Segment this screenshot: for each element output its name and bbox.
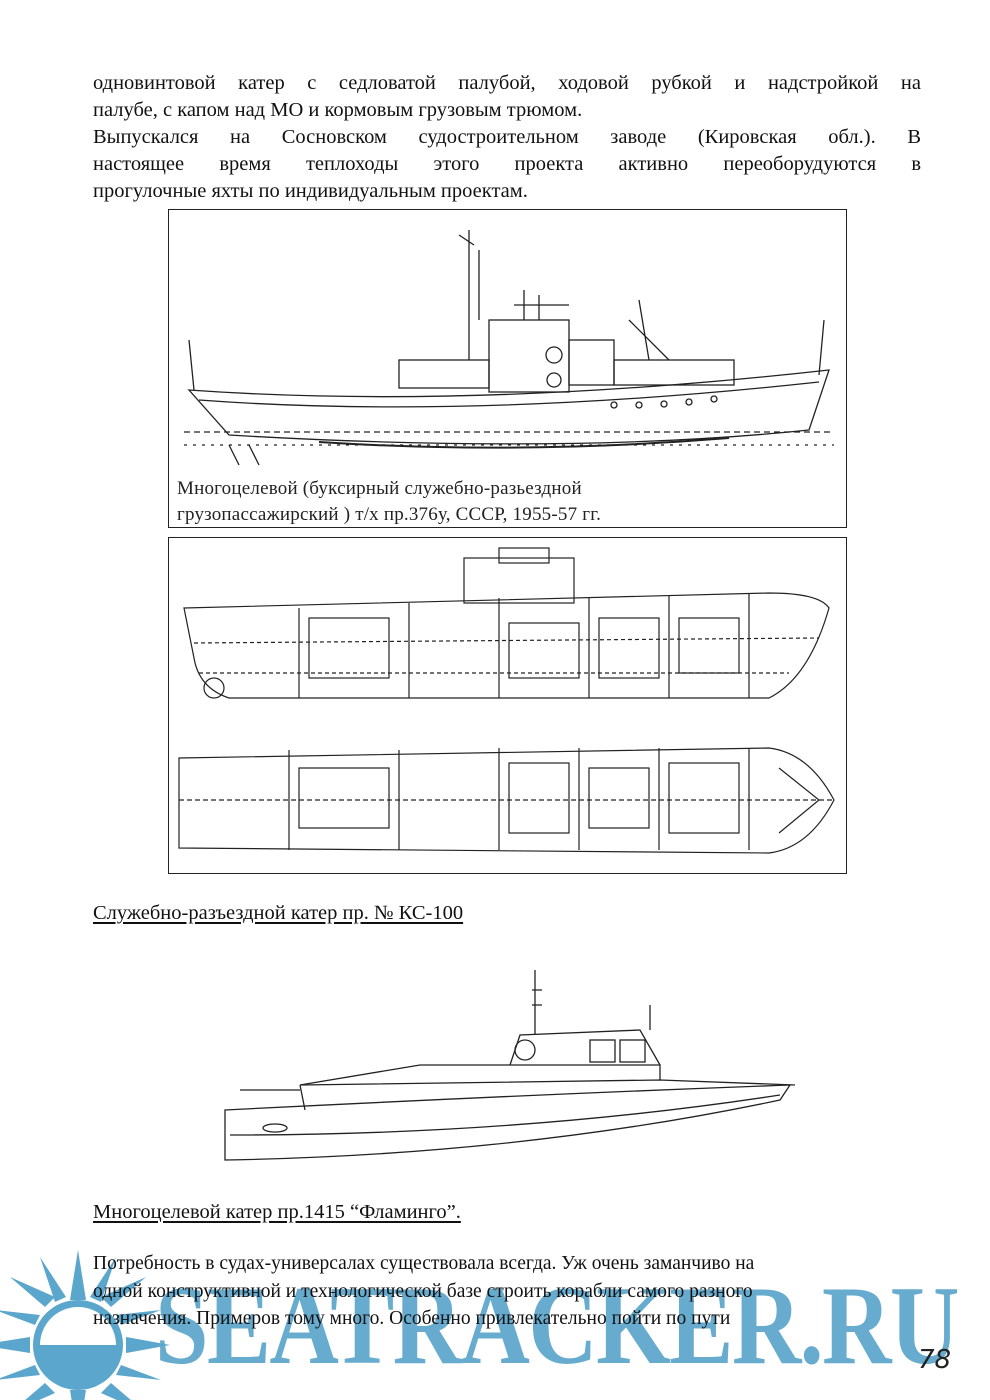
text-line: Потребность в судах-универсалах существо… (93, 1253, 755, 1274)
intro-paragraph: одновинтовой катер с седловатой палубой,… (93, 70, 921, 205)
section-heading-ks100: Служебно-разъездной катер пр. № КС-100 (93, 902, 464, 924)
page-number: 78 (918, 1345, 952, 1375)
text-line: одной конструктивной и технологической б… (93, 1280, 753, 1302)
figure1-caption-line: грузопассажирский ) т/х пр.376у, СССР, 1… (177, 504, 602, 525)
text-line: назначения. Примеров тому много. Особенн… (93, 1308, 731, 1329)
vessel-plan-figure (168, 537, 847, 874)
figure1-caption-line: Многоцелевой (буксирный служебно-разьезд… (177, 478, 582, 499)
text-line: настоящее время теплоходы этого проекта … (93, 153, 921, 175)
ks100-boat-drawing (224, 970, 796, 1161)
vessel-side-view-figure: Многоцелевой (буксирный служебно-разьезд… (168, 209, 847, 528)
sun-watermark-icon (0, 1250, 170, 1400)
text-line: одновинтовой катер с седловатой палубой,… (93, 72, 921, 94)
vessel-side-view-drawing (184, 230, 834, 466)
vessel-plan-drawing (178, 547, 835, 854)
text-line: палубе, с капом над МО и кормовым грузов… (93, 99, 583, 121)
section-heading-flamingo: Многоцелевой катер пр.1415 “Фламинго”. (93, 1201, 461, 1223)
text-line: прогулочные яхты по индивидуальным проек… (93, 180, 528, 202)
seatracker-watermark: SEATRACKER.RU (155, 1264, 959, 1388)
closing-paragraph: Потребность в судах-универсалах существо… (93, 1250, 754, 1333)
text-line: Выпускался на Сосновском судостроительно… (93, 126, 921, 148)
